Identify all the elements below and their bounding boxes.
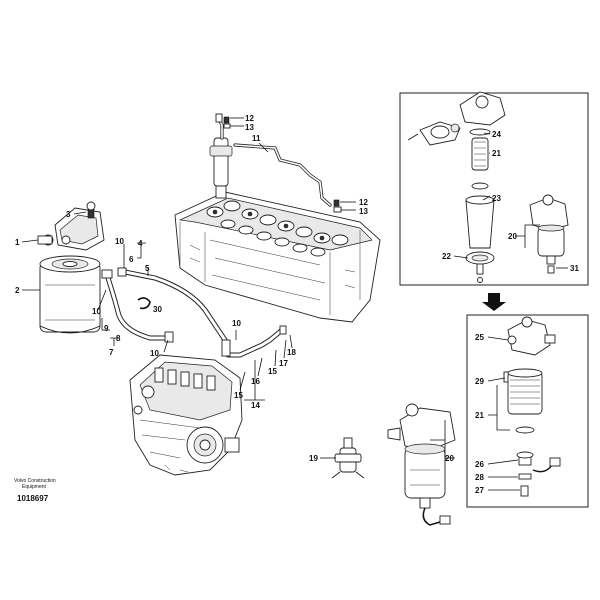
fuel-injector: [209, 113, 233, 199]
callout-20-b: 20: [508, 232, 517, 241]
callout-12-a: 12: [245, 114, 254, 123]
separator-assembled-inset: [529, 194, 569, 265]
footer-brand: Volvo Construction Equipment 1018697: [14, 478, 56, 503]
callout-17: 17: [279, 359, 288, 368]
callout-29: 29: [475, 377, 484, 386]
callout-12-b: 12: [359, 198, 368, 207]
cylinder-head: [174, 191, 381, 323]
callout-18: 18: [287, 348, 296, 357]
o-ring-28: [518, 473, 532, 480]
sensor-26: [516, 451, 534, 466]
detail-inset-box-bottom: [466, 314, 589, 508]
callout-4: 4: [138, 239, 143, 248]
brand-subtitle: Equipment: [22, 484, 47, 490]
fuel-filter-element: [39, 255, 101, 334]
document-number: 1018697: [17, 494, 49, 503]
callout-31: 31: [570, 264, 579, 273]
filter-head-detail-bottom: [507, 316, 556, 356]
callout-7: 7: [109, 348, 114, 357]
callout-10-a: 10: [115, 237, 124, 246]
callout-23: 23: [492, 194, 501, 203]
filter-head: [37, 201, 105, 251]
callout-22: 22: [442, 252, 451, 261]
plug-27: [520, 485, 529, 497]
plug-31: [547, 265, 555, 274]
callout-labels: 1 2 3 10 4 6 5 10 30 9 8 7 10 10 11 12 1…: [15, 114, 579, 495]
callout-11: 11: [252, 134, 261, 143]
banjo-bolt-right: [333, 199, 342, 213]
callout-3: 3: [66, 210, 71, 219]
callout-30: 30: [153, 305, 162, 314]
fuel-hoses: [101, 267, 287, 358]
callout-1: 1: [15, 238, 20, 247]
callout-21-b: 21: [475, 411, 484, 420]
callout-25: 25: [475, 333, 484, 342]
leader-lines: [21, 117, 568, 491]
callout-10-c: 10: [150, 349, 159, 358]
callout-26: 26: [475, 460, 484, 469]
injection-pipe: [233, 143, 332, 207]
callout-10-d: 10: [232, 319, 241, 328]
callout-5: 5: [145, 264, 150, 273]
callout-19: 19: [309, 454, 318, 463]
callout-15-b: 15: [268, 367, 277, 376]
brand-name: Volvo Construction: [14, 478, 56, 484]
water-separator-assembly: [387, 403, 456, 526]
hose-clip: [137, 297, 151, 310]
callout-15-a: 15: [234, 391, 243, 400]
detail-inset-box-top: [399, 92, 589, 286]
callout-2: 2: [15, 286, 20, 295]
callout-28: 28: [475, 473, 484, 482]
callout-6: 6: [129, 255, 134, 264]
filter-head-exploded: [407, 91, 506, 283]
fuel-separator-small: [331, 437, 365, 479]
callout-20-a: 20: [445, 454, 454, 463]
downward-arrow-icon: [482, 293, 506, 311]
sensor-harness: [532, 457, 561, 473]
callout-14: 14: [251, 401, 260, 410]
callout-16: 16: [251, 377, 260, 386]
filter-element-bottom: [507, 368, 543, 434]
banjo-bolt-top: [223, 116, 231, 129]
callout-13-b: 13: [359, 207, 368, 216]
callout-27: 27: [475, 486, 484, 495]
injection-pump: [129, 354, 243, 476]
callout-24: 24: [492, 130, 501, 139]
callout-21-a: 21: [492, 149, 501, 158]
callout-9: 9: [104, 324, 109, 333]
callout-10-b: 10: [92, 307, 101, 316]
callout-13-a: 13: [245, 123, 254, 132]
callout-8: 8: [116, 334, 121, 343]
